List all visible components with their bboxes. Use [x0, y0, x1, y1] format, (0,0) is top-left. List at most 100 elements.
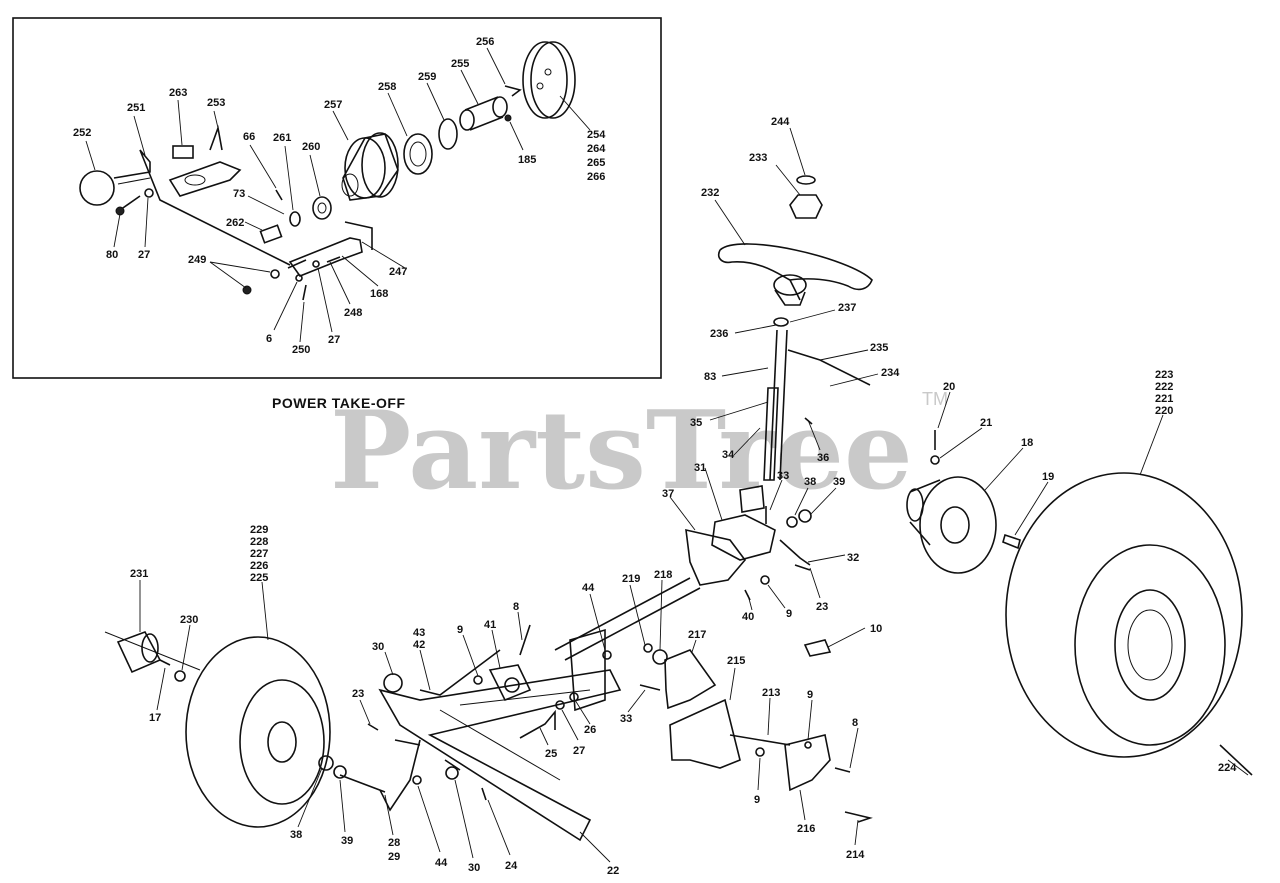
label-244: 244 [771, 116, 790, 128]
label-226: 226 [250, 560, 268, 572]
trademark-mark: TM [922, 389, 948, 409]
label-18: 18 [1021, 437, 1033, 449]
label-265: 265 [587, 157, 605, 169]
label-23: 23 [816, 601, 828, 613]
rear-rim [1074, 544, 1226, 746]
tie-rod [419, 649, 501, 696]
label-33: 33 [777, 470, 789, 482]
rear-tire [1005, 472, 1243, 758]
roller-bearing [403, 133, 433, 175]
label-40: 40 [742, 611, 754, 623]
label-38: 38 [804, 476, 816, 488]
rear-wheel [1005, 472, 1253, 776]
gear-housing [711, 514, 776, 561]
front-axle-assembly [339, 624, 622, 842]
inset-leaders [85, 47, 591, 343]
label-41: 41 [484, 619, 496, 631]
label-21: 21 [980, 417, 992, 429]
horn-cap [796, 175, 816, 185]
label-31: 31 [694, 462, 706, 474]
steering-shaft [763, 387, 779, 481]
label-237: 237 [838, 302, 856, 314]
pto-inset [12, 17, 662, 379]
label-250: 250 [292, 344, 310, 356]
label-223: 223 [1155, 369, 1173, 381]
label-19: 19 [1042, 471, 1054, 483]
label-8b: 8 [852, 717, 858, 729]
label-266: 266 [587, 171, 605, 183]
label-254: 254 [587, 129, 606, 141]
label-252: 252 [73, 127, 91, 139]
label-30b: 30 [468, 862, 480, 874]
label-44: 44 [582, 582, 595, 594]
label-221: 221 [1155, 393, 1173, 405]
label-38b: 38 [290, 829, 302, 841]
steering-assembly [554, 175, 873, 661]
label-20: 20 [943, 381, 955, 393]
label-224: 224 [1218, 762, 1237, 774]
label-44b: 44 [435, 857, 448, 869]
snap-ring [438, 118, 458, 150]
label-17: 17 [149, 712, 161, 724]
label-260: 260 [302, 141, 320, 153]
label-259: 259 [418, 71, 436, 83]
label-25: 25 [545, 748, 557, 760]
label-83: 83 [704, 371, 716, 383]
label-231: 231 [130, 568, 148, 580]
spacer [464, 96, 504, 131]
label-225: 225 [250, 572, 268, 584]
label-23b: 23 [352, 688, 364, 700]
spindle [379, 739, 461, 812]
main-labels: 244 233 232 237 236 235 83 234 35 36 34 … [130, 116, 1237, 877]
front-wheel [104, 631, 347, 828]
pinion-gear [739, 485, 765, 513]
label-73: 73 [233, 188, 245, 200]
label-220: 220 [1155, 405, 1173, 417]
label-233: 233 [749, 152, 767, 164]
label-43: 43 [413, 627, 425, 639]
front-tire [185, 636, 331, 828]
label-35: 35 [690, 417, 702, 429]
label-26: 26 [584, 724, 596, 736]
section-title: POWER TAKE-OFF [272, 395, 406, 411]
label-217: 217 [688, 629, 706, 641]
label-39: 39 [833, 476, 845, 488]
label-249: 249 [188, 254, 206, 266]
label-30: 30 [372, 641, 384, 653]
rear-hub [906, 430, 1021, 574]
label-228: 228 [250, 536, 268, 548]
brake-arm [784, 734, 831, 792]
label-236: 236 [710, 328, 728, 340]
label-9b: 9 [457, 624, 463, 636]
label-218: 218 [654, 569, 672, 581]
drag-link [554, 577, 701, 661]
front-rim [239, 679, 325, 805]
brake-bracket-assembly [639, 639, 873, 823]
label-230: 230 [180, 614, 198, 626]
label-219: 219 [622, 573, 640, 585]
label-229: 229 [250, 524, 268, 536]
label-213: 213 [762, 687, 780, 699]
label-251: 251 [127, 102, 145, 114]
label-185: 185 [518, 154, 536, 166]
label-215: 215 [727, 655, 745, 667]
label-227: 227 [250, 548, 268, 560]
label-258: 258 [378, 81, 396, 93]
label-28: 28 [388, 837, 400, 849]
label-248: 248 [344, 307, 362, 319]
label-34: 34 [722, 449, 735, 461]
label-80: 80 [106, 249, 118, 261]
label-264: 264 [587, 143, 606, 155]
label-234: 234 [881, 367, 900, 379]
label-168: 168 [370, 288, 388, 300]
pto-lever [113, 149, 291, 266]
label-39b: 39 [341, 835, 353, 847]
label-232: 232 [701, 187, 719, 199]
inset-labels: 252 251 263 253 80 27 66 261 260 73 262 … [73, 36, 606, 356]
pto-arm [288, 221, 373, 277]
cotter-pin [275, 189, 283, 201]
bearing [312, 196, 332, 220]
label-262: 262 [226, 217, 244, 229]
label-36: 36 [817, 452, 829, 464]
